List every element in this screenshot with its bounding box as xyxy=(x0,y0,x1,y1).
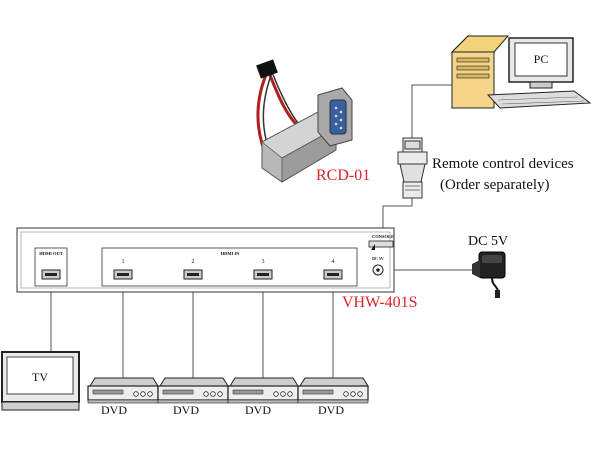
db9-connector xyxy=(397,137,428,199)
switcher: HDMI OUT HDMI IN 1 2 3 4 CONSOLE xyxy=(16,227,418,311)
power-label: DC 5V xyxy=(468,234,508,249)
port-number-3: 3 xyxy=(262,259,265,265)
port-number-2: 2 xyxy=(192,259,195,265)
console-label: CONSOLE xyxy=(372,234,394,239)
hdmi-out-panel xyxy=(34,247,68,287)
rcd-model-label: RCD-01 xyxy=(316,167,370,184)
pc-label: PC xyxy=(534,52,549,66)
dc-port-label: DC 5V xyxy=(372,256,384,261)
dvd-label-3: DVD xyxy=(245,403,271,417)
hdmi-in-label: HDMI IN xyxy=(221,251,241,256)
hdmi-in-port-3: 3 xyxy=(253,259,273,280)
dvd-label-1: DVD xyxy=(101,403,127,417)
remote-note-line2: (Order separately) xyxy=(440,177,550,193)
tv: TV xyxy=(1,351,80,411)
rcd-device: RCD-01 xyxy=(256,59,370,184)
console-cable xyxy=(382,198,413,238)
pc-cable xyxy=(411,84,470,138)
switcher-model-label: VHW-401S xyxy=(342,294,418,311)
rcd-plug xyxy=(256,59,278,79)
hdmi-in-port-2: 2 xyxy=(183,259,203,280)
hdmi-in-panel xyxy=(101,247,358,287)
dvd-player-2: DVD xyxy=(157,377,229,417)
hdmi-in-port-1: 1 xyxy=(113,259,133,280)
tv-label: TV xyxy=(32,370,48,384)
console-port xyxy=(368,240,394,248)
tv-screen xyxy=(6,356,74,395)
dvd-label-2: DVD xyxy=(173,403,199,417)
pc-tower-top xyxy=(450,35,510,53)
pc-screen xyxy=(514,42,568,77)
cables xyxy=(50,84,472,378)
pc: PC xyxy=(450,34,592,110)
adapter-cord xyxy=(491,277,499,293)
port-number-1: 1 xyxy=(122,259,125,265)
pc-keyboard xyxy=(486,90,592,109)
dvd-player-4: DVD xyxy=(297,377,369,417)
dvd-label-4: DVD xyxy=(318,403,344,417)
power-adapter: DC 5V xyxy=(468,234,508,298)
port-number-4: 4 xyxy=(332,259,335,265)
hdmi-in-port-4: 4 xyxy=(323,259,343,280)
dvd-player-3: DVD xyxy=(227,377,299,417)
db9-shell xyxy=(397,151,428,165)
hdmi-out-label: HDMI OUT xyxy=(39,251,63,256)
dvd-player-1: DVD xyxy=(87,377,159,417)
remote-note-line1: Remote control devices xyxy=(432,156,574,172)
